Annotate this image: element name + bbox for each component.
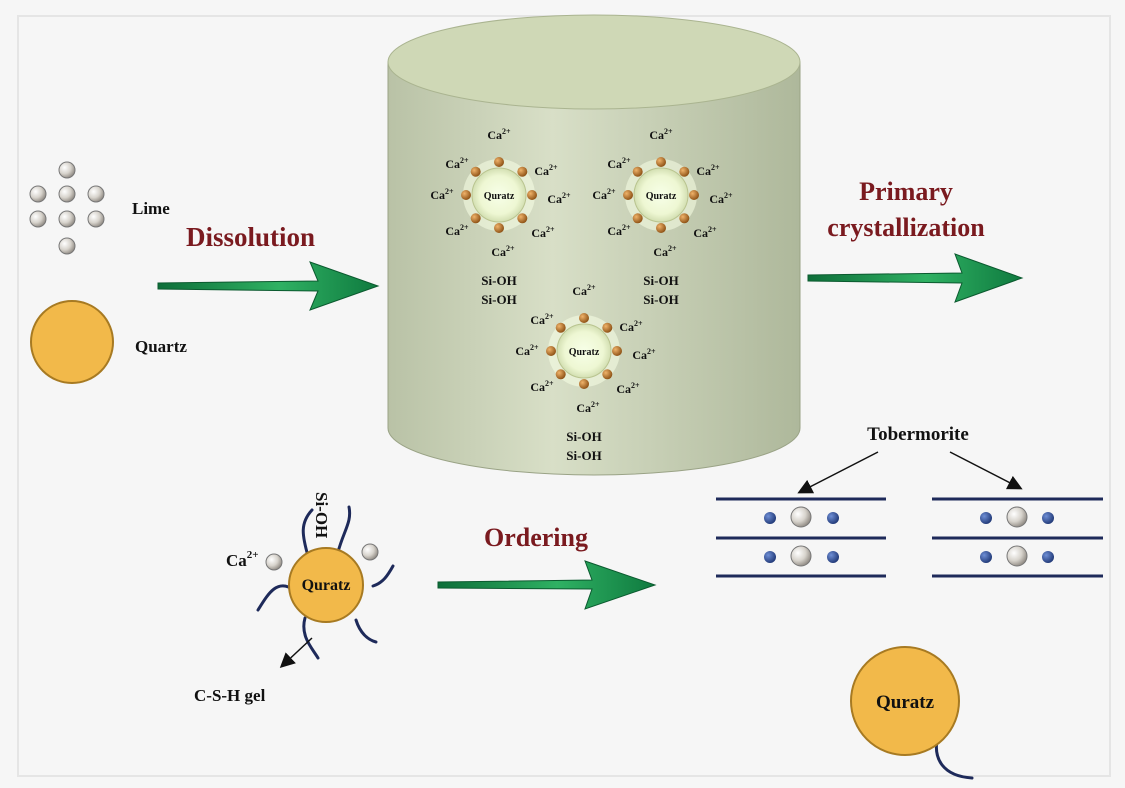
calcium-label-ca-ur: Ca2+ [534, 163, 558, 178]
calcium-label-ca-right: Ca2+ [709, 191, 733, 206]
calcium-label-ca-left: Ca2+ [515, 343, 539, 358]
calcium-ion [555, 369, 566, 380]
calcium-label-ca-ur: Ca2+ [696, 163, 720, 178]
quartz-core-label: Quratz [484, 191, 515, 202]
dissolution-arrow [157, 261, 380, 311]
calcium-ion [461, 190, 471, 200]
calcium-ion [527, 190, 537, 200]
calcium-ion [679, 166, 690, 177]
calcium-label-ca-top: Ca2+ [487, 127, 511, 142]
calcium-ion [689, 190, 699, 200]
residual-quartz-particle [850, 646, 960, 756]
residual-quartz-label: Quratz [876, 692, 935, 713]
calcium-ion [517, 166, 528, 177]
csh-gel-label: C-S-H gel [194, 686, 266, 705]
calcium-label-ca-bottom: Ca2+ [491, 244, 515, 259]
csh-pointer [279, 637, 313, 669]
calcium-label-ca-right: Ca2+ [632, 347, 656, 362]
silanol-label-2: Si-OH [481, 292, 516, 307]
tobermorite-pointer-right [949, 451, 1023, 490]
silanol-label-1: Si-OH [481, 273, 516, 288]
quartz-particle [30, 300, 114, 384]
calcium-label-ca-bottom: Ca2+ [576, 400, 600, 415]
quartz-ion-cluster: QuratzCa2+Ca2+Ca2+Ca2+Ca2+Ca2+Ca2+Ca2+Si… [592, 127, 733, 307]
calcium-label-ca-right: Ca2+ [547, 191, 571, 206]
tobermorite-structure-right [932, 497, 1103, 578]
calcium-ion [579, 313, 589, 323]
quartz-core [633, 167, 689, 223]
quartz-ion-cluster: QuratzCa2+Ca2+Ca2+Ca2+Ca2+Ca2+Ca2+Ca2+Si… [515, 283, 656, 463]
calcium-ion [602, 322, 613, 333]
dissolved-quartz-particles: QuratzCa2+Ca2+Ca2+Ca2+Ca2+Ca2+Ca2+Ca2+Si… [430, 127, 733, 463]
quartz-ion-cluster: QuratzCa2+Ca2+Ca2+Ca2+Ca2+Ca2+Ca2+Ca2+Si… [430, 127, 571, 307]
calcium-label-ca-ll: Ca2+ [445, 223, 469, 238]
silanol-label-1: Si-OH [643, 273, 678, 288]
calcium-ion [494, 223, 504, 233]
calcium-ion [546, 346, 556, 356]
silanol-label-2: Si-OH [566, 448, 601, 463]
primary-label: Primary [859, 177, 953, 206]
calcium-label-ca-top: Ca2+ [572, 283, 596, 298]
calcium-ion [632, 213, 643, 224]
dissolution-label: Dissolution [186, 222, 315, 252]
residual-gel-strand [934, 738, 974, 780]
ordering-label: Ordering [484, 523, 588, 552]
calcium-label-ca-bottom: Ca2+ [653, 244, 677, 259]
calcium-ion [656, 157, 666, 167]
calcium-label-ca-left: Ca2+ [430, 187, 454, 202]
lime-particles [29, 161, 105, 255]
calcium-ion [470, 166, 481, 177]
calcium-ion [517, 213, 528, 224]
calcium-label-ca-ul: Ca2+ [445, 156, 469, 171]
calcium-label-ca-ur: Ca2+ [619, 319, 643, 334]
quartz-core-label: Quratz [569, 347, 600, 358]
crystallization-arrow [807, 253, 1024, 303]
quartz-core [471, 167, 527, 223]
lime-label: Lime [132, 199, 170, 218]
ca-ion-label: Ca2+ [226, 549, 259, 570]
ordering-arrow [437, 560, 657, 610]
calcium-label-ca-lr: Ca2+ [531, 225, 555, 240]
calcium-ion [602, 369, 613, 380]
calcium-ion [612, 346, 622, 356]
calcium-ion [470, 213, 481, 224]
quartz-label: Quartz [135, 337, 187, 356]
calcium-ion [555, 322, 566, 333]
calcium-label-ca-ll: Ca2+ [607, 223, 631, 238]
quartz-core-label: Quratz [646, 191, 677, 202]
calcium-ion [656, 223, 666, 233]
tobermorite-label: Tobermorite [867, 424, 969, 445]
calcium-ion [679, 213, 690, 224]
calcium-label-ca-ul: Ca2+ [530, 312, 554, 327]
calcium-label-ca-ll: Ca2+ [530, 379, 554, 394]
csh-core-label: Quratz [302, 577, 351, 594]
calcium-ion [494, 157, 504, 167]
tobermorite-structure-left [716, 497, 886, 578]
csh-gel-particle [256, 505, 395, 660]
calcium-label-ca-left: Ca2+ [592, 187, 616, 202]
silanol-label-1: Si-OH [566, 429, 601, 444]
quartz-core [556, 323, 612, 379]
calcium-label-ca-lr: Ca2+ [616, 381, 640, 396]
calcium-ion [632, 166, 643, 177]
calcium-ion [623, 190, 633, 200]
calcium-label-ca-top: Ca2+ [649, 127, 673, 142]
silanol-label-2: Si-OH [643, 292, 678, 307]
calcium-label-ca-ul: Ca2+ [607, 156, 631, 171]
calcium-label-ca-lr: Ca2+ [693, 225, 717, 240]
sioh-vertical-label: Si-OH [312, 492, 331, 538]
crystallization-label: crystallization [827, 213, 985, 242]
tobermorite-pointer-left [797, 451, 879, 494]
calcium-ion [579, 379, 589, 389]
